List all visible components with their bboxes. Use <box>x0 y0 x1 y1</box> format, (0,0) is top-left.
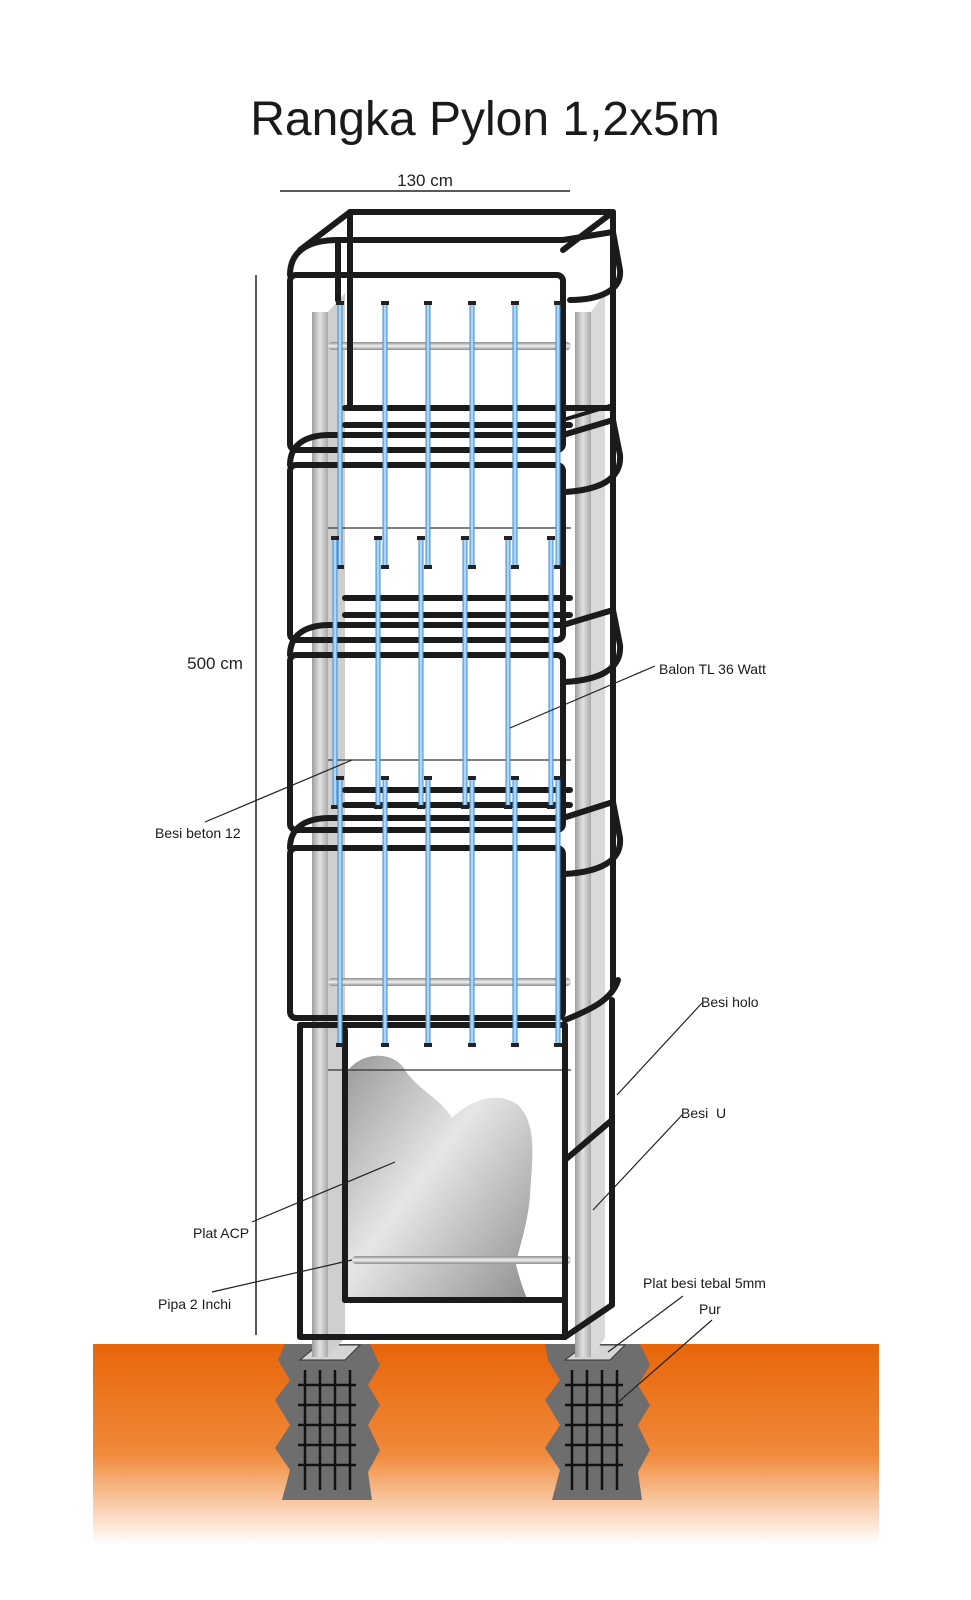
tl-tube-cap <box>511 776 519 780</box>
pipe-middle <box>328 978 571 986</box>
tl-tube-top-5 <box>555 305 561 565</box>
tl-tube-cap <box>554 776 562 780</box>
height-dimension: 500 cm <box>187 275 257 1335</box>
tl-tube-cap <box>381 776 389 780</box>
tl-tube-cap <box>336 1043 344 1047</box>
tl-tube-cap <box>424 565 432 569</box>
label-besi-u: Besi U <box>681 1105 726 1121</box>
diagram-title: Rangka Pylon 1,2x5m <box>250 93 720 146</box>
tl-tube-cap <box>381 301 389 305</box>
width-label: 130 cm <box>397 171 453 190</box>
tl-tube-cap <box>504 536 512 540</box>
tl-tube-cap <box>336 776 344 780</box>
label-plat-besi: Plat besi tebal 5mm <box>643 1275 766 1291</box>
tl-tube-cap <box>336 301 344 305</box>
tl-tube-cap <box>381 565 389 569</box>
tl-tube-bot-4 <box>512 780 518 1043</box>
tl-tube-cap <box>424 1043 432 1047</box>
tl-tube-cap <box>468 776 476 780</box>
tl-tube-bot-3 <box>469 780 475 1043</box>
tl-tube-bot-5 <box>555 780 561 1043</box>
width-dimension: 130 cm <box>280 171 570 192</box>
label-balon-tl: Balon TL 36 Watt <box>659 661 766 677</box>
besi-beton-lines <box>328 527 571 1071</box>
tl-tube-cap <box>417 805 425 809</box>
tl-tube-mid-0 <box>332 540 338 805</box>
tl-tube-cap <box>374 805 382 809</box>
tl-tube-cap <box>331 536 339 540</box>
tl-tube-cap <box>331 805 339 809</box>
tl-tube-cap <box>468 1043 476 1047</box>
tl-tube-mid-4 <box>505 540 511 805</box>
pipe-top <box>328 342 571 350</box>
tl-tube-mid-1 <box>375 540 381 805</box>
tl-tube-cap <box>336 565 344 569</box>
acp-plate <box>348 1055 533 1300</box>
tl-tube-cap <box>547 536 555 540</box>
tl-tube-mid-5 <box>548 540 554 805</box>
tl-tube-top-4 <box>512 305 518 565</box>
tl-tube-cap <box>461 536 469 540</box>
tl-tube-cap <box>547 805 555 809</box>
tl-tube-cap <box>468 301 476 305</box>
tl-tube-cap <box>554 1043 562 1047</box>
height-label: 500 cm <box>187 654 243 673</box>
besi-u-column-right <box>575 293 605 1357</box>
foundation-right <box>545 1344 650 1500</box>
tl-tube-top-3 <box>469 305 475 565</box>
label-plat-acp: Plat ACP <box>193 1225 249 1241</box>
label-besi-beton: Besi beton 12 <box>155 825 241 841</box>
tl-tube-cap <box>511 1043 519 1047</box>
tl-tube-cap <box>504 805 512 809</box>
tl-tube-bot-0 <box>337 780 343 1043</box>
tl-tube-mid-2 <box>418 540 424 805</box>
label-pur: Pur <box>699 1301 721 1317</box>
tl-tube-cap <box>511 565 519 569</box>
tl-tube-bot-2 <box>425 780 431 1043</box>
tl-tube-cap <box>461 805 469 809</box>
ground <box>93 1344 879 1544</box>
label-besi-holo: Besi holo <box>701 994 759 1010</box>
tl-tube-cap <box>511 301 519 305</box>
tl-tube-cap <box>424 776 432 780</box>
tl-tube-top-0 <box>337 305 343 565</box>
tl-tube-top-1 <box>382 305 388 565</box>
label-pipa: Pipa 2 Inchi <box>158 1296 231 1312</box>
foundation-left <box>275 1344 380 1500</box>
tl-tube-bot-1 <box>382 780 388 1043</box>
tl-tube-cap <box>554 301 562 305</box>
tl-tube-top-2 <box>425 305 431 565</box>
balon-tl-tubes <box>331 301 562 1047</box>
tl-tube-cap <box>381 1043 389 1047</box>
tl-tube-cap <box>417 536 425 540</box>
leader-lines <box>204 665 713 1406</box>
tl-tube-cap <box>468 565 476 569</box>
tl-tube-cap <box>424 301 432 305</box>
pipe-bottom <box>352 1256 571 1264</box>
tl-tube-cap <box>554 565 562 569</box>
tl-tube-cap <box>374 536 382 540</box>
tl-tube-mid-3 <box>462 540 468 805</box>
